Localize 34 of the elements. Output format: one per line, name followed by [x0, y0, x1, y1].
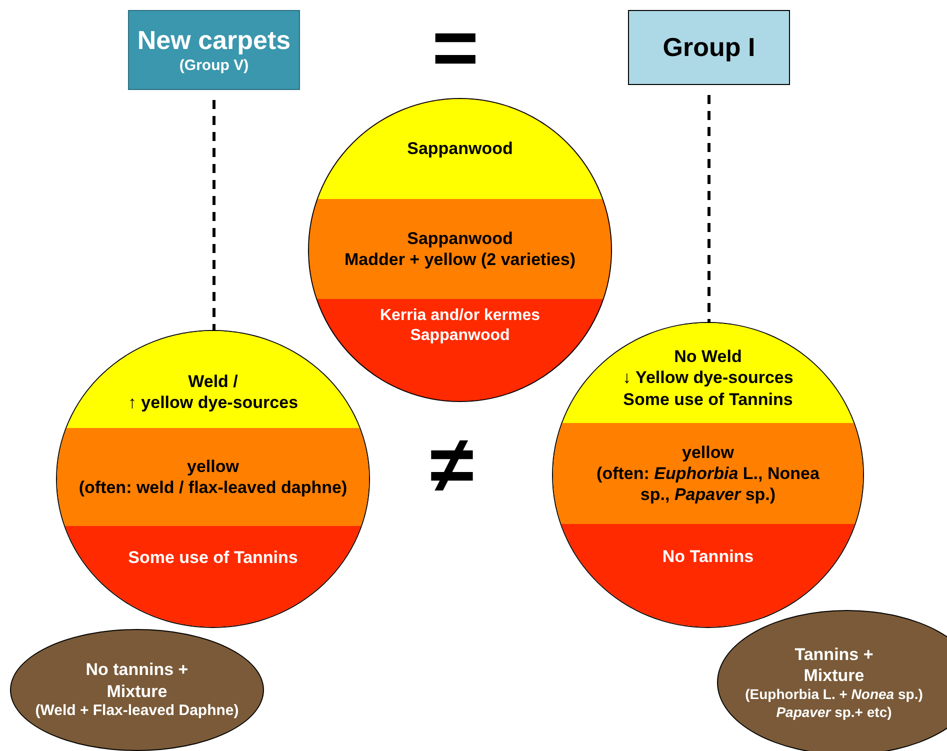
oval-text: Tannins + Mixture [794, 644, 874, 686]
band-text: Some use of Tannins [128, 546, 298, 568]
oval-text: (Euphorbia L. + Nonea sp.) Papaver sp.+ etc) [744, 686, 924, 722]
band-text: Some use of Tannins [623, 388, 793, 410]
color-band [553, 423, 863, 524]
dashed-line [708, 95, 710, 323]
layered-circle [56, 330, 370, 628]
band-text: ↓ Yellow dye-sources [622, 367, 794, 389]
oval-text: (Weld + Flax-leaved Daphne) [35, 702, 239, 721]
band-text: Kerria and/or kermes [380, 306, 540, 326]
equals-sign: = [432, 8, 479, 88]
layered-circle [552, 322, 864, 628]
band-text: Sappanwood [407, 138, 513, 160]
not-equal-sign: ≠ [430, 425, 474, 505]
band-text: yellow [187, 456, 239, 477]
band-text: Weld / [188, 370, 238, 392]
band-text: Madder + yellow (2 varieties) [344, 249, 576, 270]
band-text: No Weld [674, 346, 742, 368]
box-heading: New carpets [137, 24, 291, 57]
band-text: ↑ yellow dye-sources [128, 392, 298, 414]
box-heading: Group I [662, 31, 756, 64]
color-band [309, 199, 611, 299]
band-text: (often: weld / flax-leaved daphne) [78, 477, 348, 498]
band-text: Sappanwood [410, 326, 510, 346]
band-text: (often: Euphorbia L., Nonea sp., Papaver sp.) [596, 462, 820, 506]
color-band [57, 428, 369, 526]
band-text: No Tannins [662, 546, 754, 568]
dashed-line [212, 100, 216, 331]
oval-text: No tannins + Mixture [84, 659, 190, 702]
band-text: yellow [682, 442, 734, 463]
header-box [628, 10, 790, 85]
header-box [128, 10, 300, 90]
band-text: Sappanwood [407, 228, 513, 249]
box-heading: (Group V) [179, 56, 249, 76]
